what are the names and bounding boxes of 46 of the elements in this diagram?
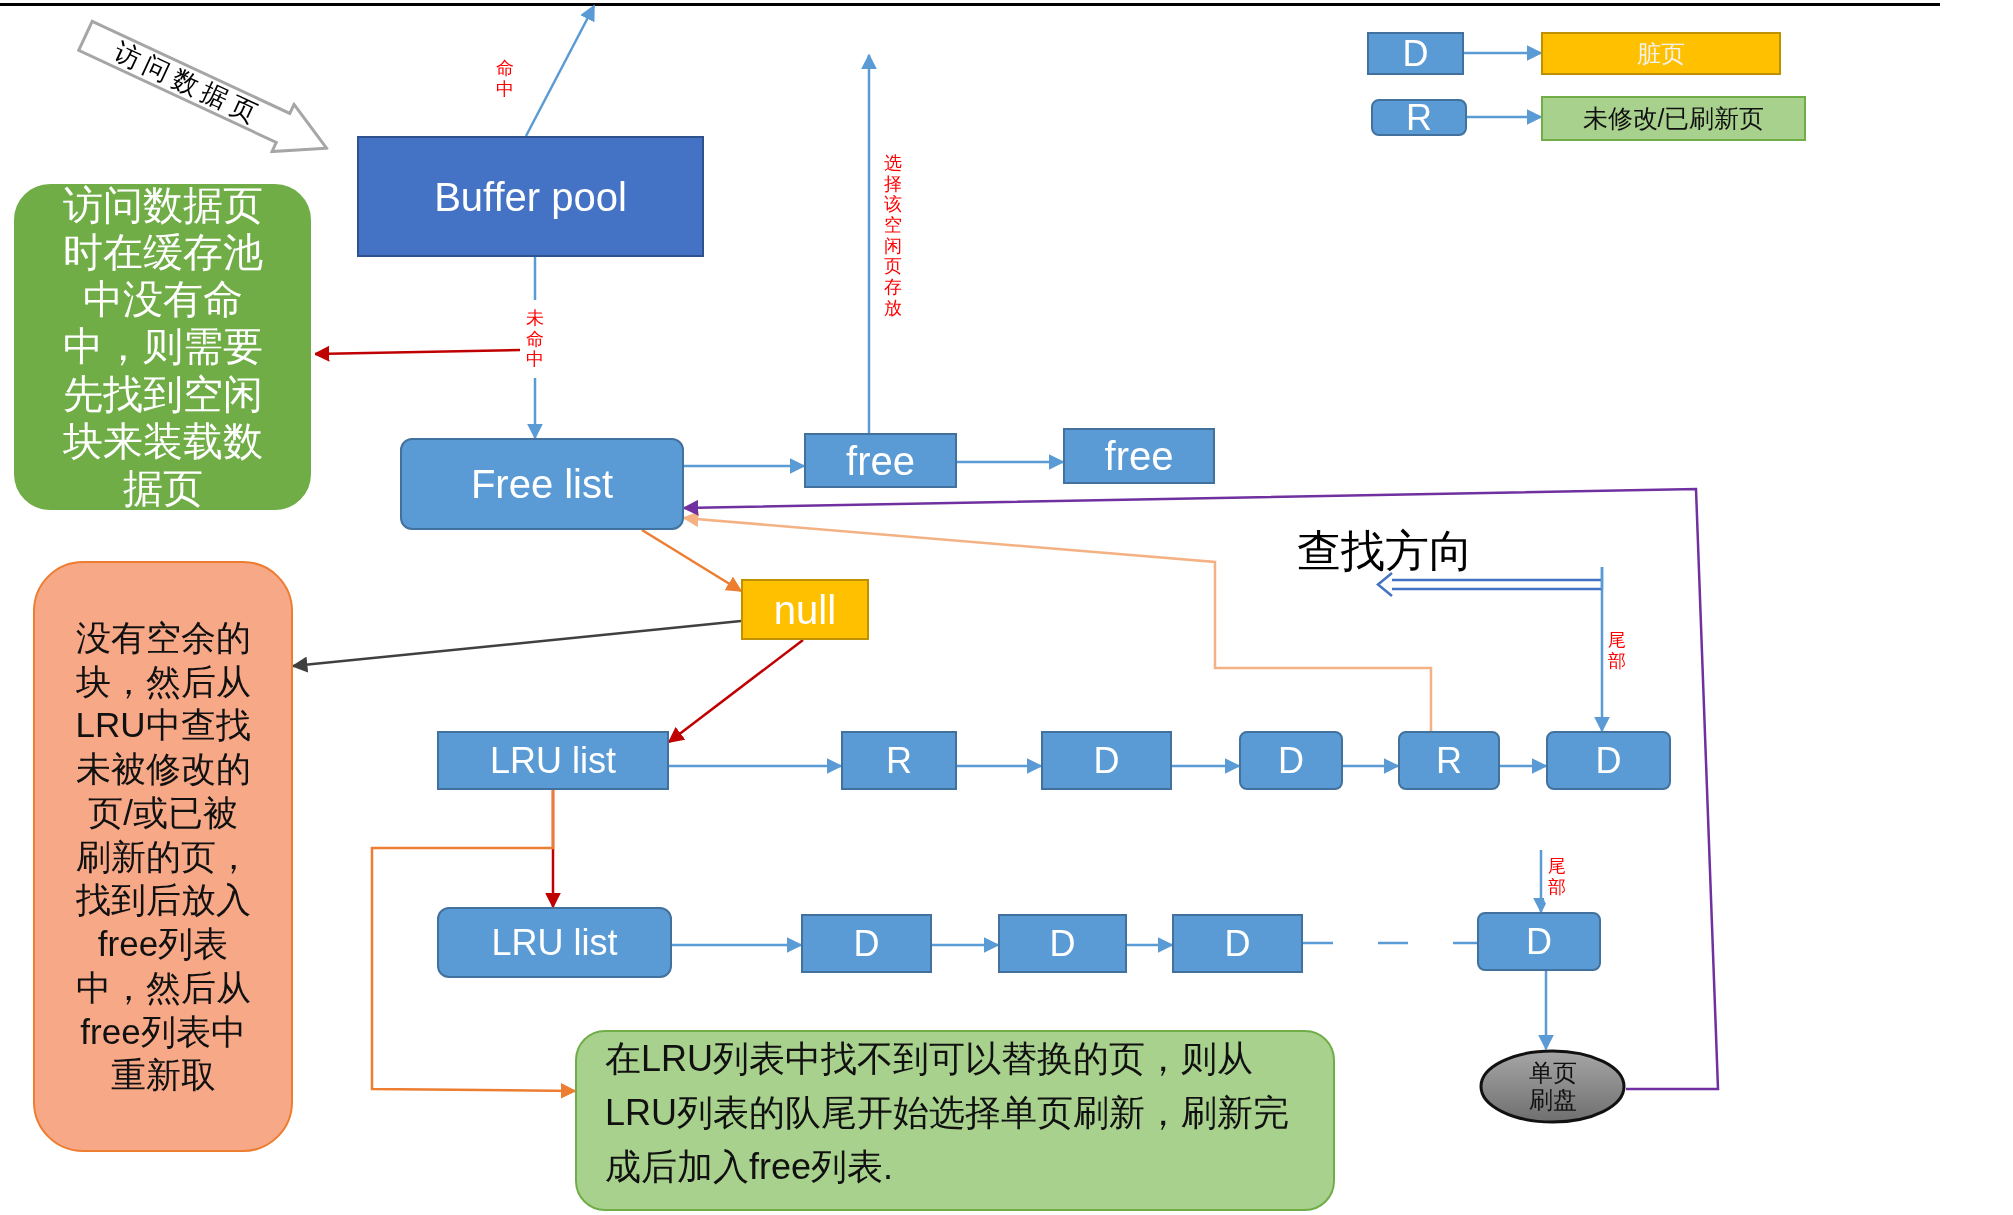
arrow: [1467, 109, 1543, 125]
page-box: R: [1398, 731, 1500, 790]
flush-ellipse: 单页刷盘: [1479, 1049, 1626, 1124]
page-box: R: [841, 731, 957, 790]
page-box: null: [741, 579, 869, 640]
list-head-box: LRU list: [437, 907, 672, 978]
legend-text-box: 未修改/已刷新页: [1541, 96, 1806, 141]
arrow: [291, 619, 742, 673]
arrow: [684, 458, 806, 474]
arrow: [932, 937, 1000, 953]
arrow: [1172, 758, 1241, 774]
page-box: free: [804, 433, 957, 488]
page-box: D: [1041, 731, 1172, 790]
arrow: [1343, 758, 1400, 774]
page-box: D: [801, 914, 932, 973]
page-box: D: [1546, 731, 1671, 790]
arrow: [669, 758, 843, 774]
arrow: [1464, 45, 1543, 61]
legend-text-box: 脏页: [1541, 32, 1781, 75]
page-box: free: [1063, 428, 1215, 484]
page-box: D: [1477, 912, 1601, 971]
arrow: [641, 528, 743, 593]
arrow: [861, 53, 877, 433]
arrow: [1127, 937, 1174, 953]
process-box: Free list: [400, 438, 684, 530]
arrow: [672, 937, 803, 953]
page-box: D: [998, 914, 1127, 973]
arrow: [370, 790, 577, 1099]
arrow: [682, 511, 1433, 731]
list-head-box: LRU list: [437, 731, 669, 790]
arrow: [957, 758, 1043, 774]
page-box: D: [1239, 731, 1343, 790]
note-box: 在LRU列表中找不到可以替换的页，则从LRU列表的队尾开始选择单页刷新，刷新完成后加入free列表.: [575, 1030, 1335, 1211]
process-box: Buffer pool: [357, 136, 704, 257]
legend-key-box: D: [1367, 32, 1464, 75]
arrow: [957, 454, 1065, 470]
arrow: [1538, 971, 1554, 1051]
arrow: [313, 345, 521, 362]
arrow: [1533, 850, 1549, 914]
legend-key-box: R: [1371, 99, 1467, 136]
page-box: D: [1172, 914, 1303, 973]
note-box: 没有空余的块，然后从LRU中查找未被修改的页/或已被刷新的页，找到后放入free列表中，然后从free列表中重新取: [33, 561, 293, 1152]
direction-label: 查找方向: [1297, 524, 1473, 578]
arrow: [682, 487, 1720, 1091]
arrow: [524, 4, 596, 137]
arrow: [1500, 758, 1548, 774]
